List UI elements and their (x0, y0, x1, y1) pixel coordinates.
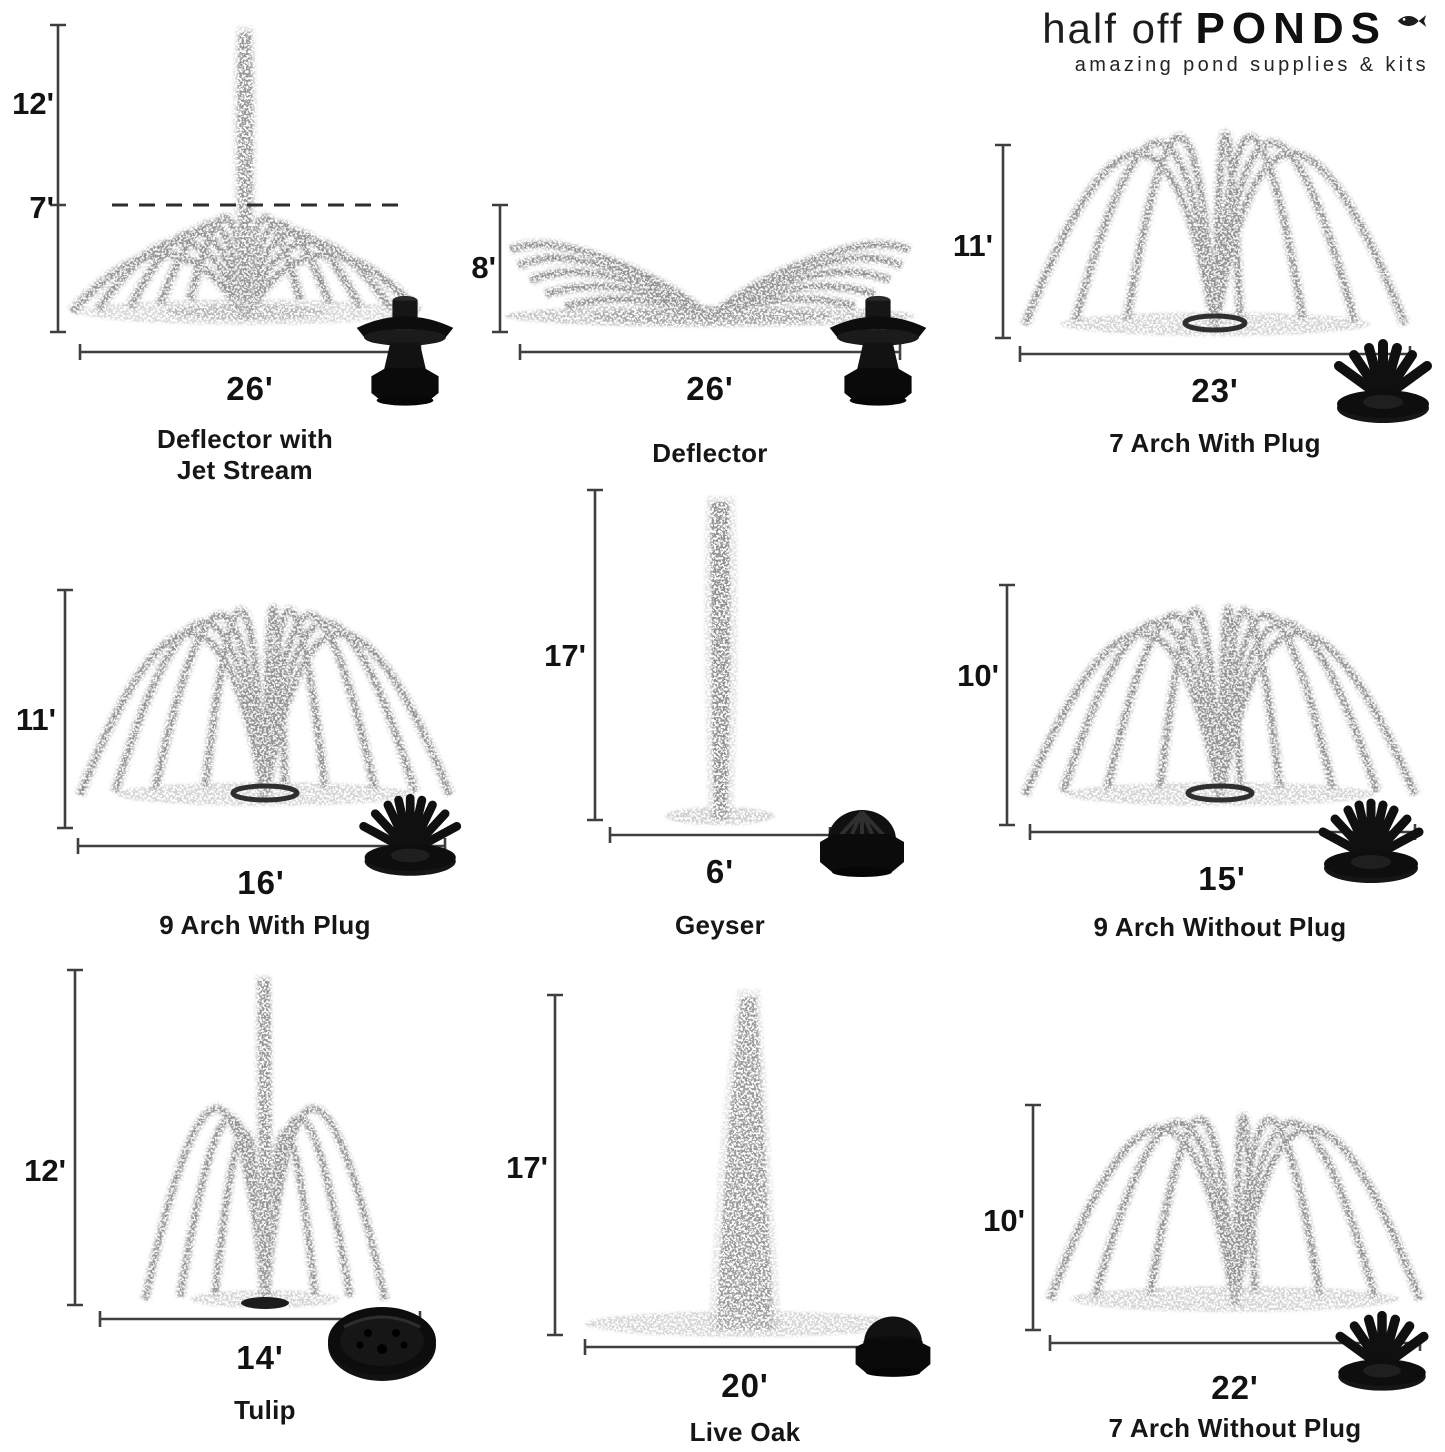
nozzle-photo-9-arch (364, 798, 457, 876)
fountain-card-7-arch-with-plug: 11' 23' 7 Arch With Plug (945, 0, 1445, 480)
fountain-card-deflector-jet-stream: 12' 7' 26' Deflector with Jet Stream (0, 0, 470, 485)
height-ruler (57, 588, 73, 830)
fountain-name: 7 Arch Without Plug (1055, 1413, 1415, 1444)
fountain-name: 7 Arch With Plug (1045, 428, 1385, 459)
fountain-card-7-arch-without-plug: 10' 22' 7 Arch Without Plug (945, 955, 1445, 1452)
width-label: 23' (1191, 372, 1239, 409)
spray-graphic (80, 609, 450, 806)
nozzle-photo-7-arch (1338, 1316, 1425, 1391)
fountain-card-9-arch-with-plug: 11' 16' 9 Arch With Plug (0, 480, 470, 955)
height-ruler (50, 23, 66, 334)
nozzle-photo-geyser (818, 808, 906, 879)
width-label: 26' (226, 370, 274, 407)
fountain-name-line1: Deflector with (156, 424, 334, 454)
fountain-card-tulip: 12' 14' Tulip (0, 955, 470, 1452)
nozzle-photo-tulip (326, 1305, 438, 1383)
fountain-name-line1: Geyser (675, 910, 765, 940)
fish-icon (1397, 15, 1427, 27)
height-ruler (1025, 1103, 1041, 1332)
fountain-name: Deflector (560, 438, 860, 469)
height-label: 17' (506, 1150, 548, 1185)
spray-graphic (1025, 609, 1415, 806)
height-ruler (67, 968, 83, 1307)
fountain-illustration (492, 203, 927, 406)
height-mid-label: 7' (29, 190, 54, 225)
base-nozzle-dot (241, 1297, 289, 1309)
fountain-card-9-arch-without-plug: 10' 15' 9 Arch Without Plug (945, 480, 1445, 955)
fountain-name-line1: 9 Arch Without Plug (1093, 912, 1347, 942)
fountain-card-live-oak: 17' 20' Live Oak (470, 955, 945, 1452)
fountain-name: 9 Arch Without Plug (1040, 912, 1400, 943)
height-ruler (547, 993, 563, 1337)
fountain-illustration (587, 488, 906, 879)
height-label: 11' (15, 702, 56, 737)
brand-row: half off PONDS (1042, 4, 1429, 53)
spray-graphic (1025, 134, 1405, 336)
spray-graphic (505, 244, 915, 327)
fountain-name-line1: 7 Arch Without Plug (1108, 1413, 1362, 1443)
fountain-name: Tulip (95, 1395, 435, 1426)
height-label: 12' (12, 86, 54, 121)
nozzle-photo-7-arch (1337, 344, 1429, 423)
float-ring (1182, 313, 1248, 333)
fountain-name: Geyser (570, 910, 870, 941)
fountain-illustration (995, 0, 1445, 480)
fountain-name: 9 Arch With Plug (95, 910, 435, 941)
fountain-illustration (57, 588, 470, 955)
fountain-name-line2: Jet Stream (177, 454, 313, 485)
fountain-name: Live Oak (575, 1417, 915, 1448)
height-ruler (587, 488, 603, 822)
height-label: 10' (983, 1203, 1025, 1238)
brand-name-bold: PONDS (1195, 4, 1387, 53)
width-ruler (608, 827, 832, 843)
fountain-illustration (547, 989, 931, 1377)
fountain-name: Deflector with Jet Stream (95, 424, 395, 485)
width-label: 15' (1198, 860, 1246, 897)
brand-name-light: half off (1042, 5, 1184, 52)
height-ruler (999, 583, 1015, 827)
width-label: 6' (705, 853, 735, 890)
spray-graphic (665, 496, 775, 825)
fountain-card-deflector: 8' 26' Deflector (470, 0, 945, 480)
brand-logo: half off PONDS amazing pond supplies & k… (1042, 4, 1429, 77)
width-ruler (518, 344, 902, 360)
height-ruler (995, 143, 1011, 340)
fountain-illustration (67, 968, 438, 1383)
height-ruler (492, 203, 508, 334)
fountain-illustration (999, 583, 1445, 955)
fountain-card-geyser: 17' 6' Geyser (470, 480, 945, 955)
height-label: 8' (471, 250, 496, 285)
float-ring (1185, 783, 1255, 803)
fountain-name-line1: Tulip (234, 1395, 296, 1425)
width-ruler (78, 344, 422, 360)
fountain-illustration (50, 23, 454, 406)
fountain-name-line1: 7 Arch With Plug (1109, 428, 1321, 458)
fountain-name-line1: 9 Arch With Plug (159, 910, 371, 940)
height-label: 17' (544, 638, 586, 673)
spray-graphic (1050, 1117, 1420, 1312)
nozzle-photo-9-arch (1323, 803, 1419, 883)
fountain-illustration (1025, 1103, 1445, 1452)
float-ring (230, 783, 300, 803)
width-label: 20' (721, 1367, 769, 1404)
width-label: 26' (686, 370, 734, 407)
spray-graphic (72, 26, 418, 325)
width-label: 22' (1211, 1369, 1259, 1406)
width-label: 16' (237, 864, 285, 901)
height-label: 11' (952, 228, 993, 263)
brand-tagline: amazing pond supplies & kits (1074, 54, 1429, 77)
height-label: 12' (24, 1153, 66, 1188)
spray-graphic (145, 975, 385, 1308)
height-label: 10' (957, 658, 999, 693)
fountain-name-line1: Live Oak (689, 1417, 801, 1447)
spray-graphic (585, 989, 905, 1337)
fountain-name-line1: Deflector (652, 438, 768, 468)
width-label: 14' (236, 1339, 284, 1376)
